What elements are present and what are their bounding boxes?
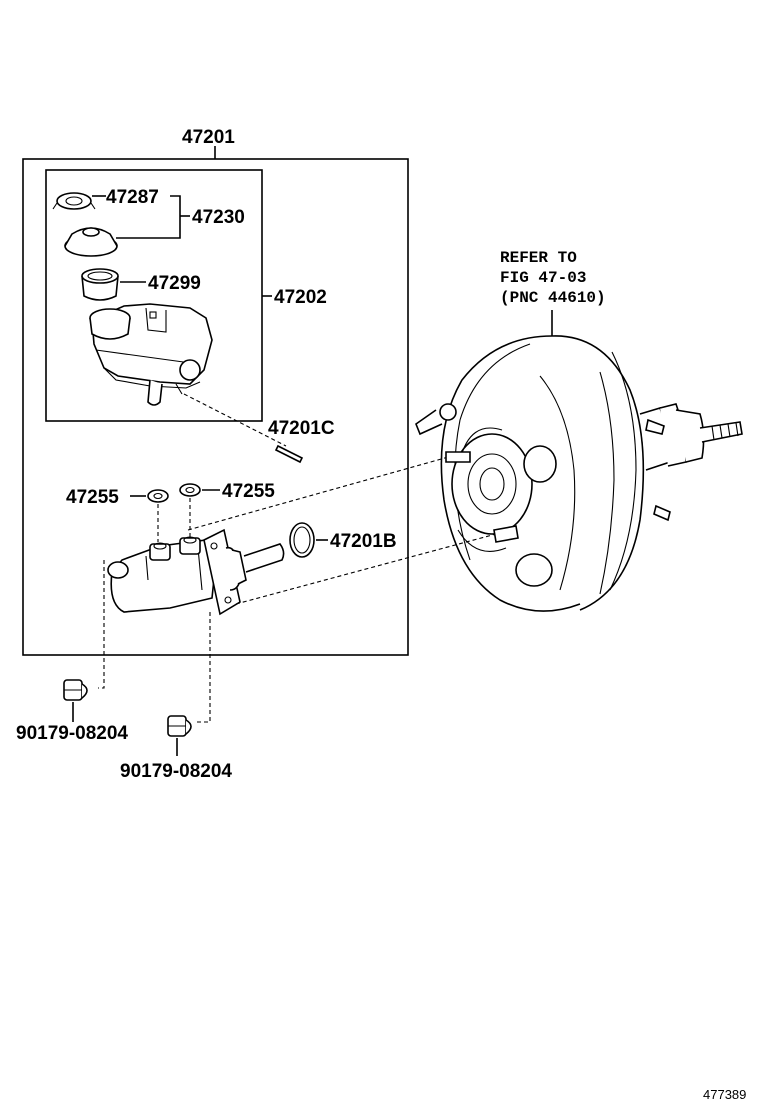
dash-pin bbox=[183, 393, 287, 447]
dash-lower-bolt bbox=[235, 533, 497, 605]
nut-left bbox=[63, 679, 88, 701]
callout-90179-left[interactable]: 90179-08204 bbox=[16, 723, 128, 744]
booster-ref-line1: REFER TO bbox=[500, 249, 577, 267]
pin-47201C bbox=[274, 444, 304, 464]
booster-ref-line3: (PNC 44610) bbox=[500, 289, 606, 307]
strainer-47299 bbox=[81, 268, 119, 301]
grommet-left bbox=[147, 489, 169, 503]
master-cylinder bbox=[107, 528, 285, 616]
gasket-47287 bbox=[52, 192, 96, 210]
booster-ref-line2: FIG 47-03 bbox=[500, 269, 586, 287]
dash-nut-left bbox=[98, 560, 105, 689]
callout-47201[interactable]: 47201 bbox=[182, 127, 235, 148]
o-ring-47201B bbox=[289, 522, 315, 558]
brake-booster bbox=[415, 310, 743, 612]
bracket-47230 bbox=[116, 195, 181, 239]
dash-nut-right bbox=[196, 612, 211, 723]
callout-47201C[interactable]: 47201C bbox=[268, 418, 335, 439]
callout-47230[interactable]: 47230 bbox=[192, 207, 245, 228]
nut-right bbox=[167, 715, 192, 737]
grommet-right bbox=[179, 483, 201, 497]
callout-90179-right[interactable]: 90179-08204 bbox=[120, 761, 232, 782]
callout-47255-left[interactable]: 47255 bbox=[66, 487, 119, 508]
callout-47202[interactable]: 47202 bbox=[274, 287, 327, 308]
dash-upper-bolt bbox=[187, 455, 453, 531]
reservoir-tank bbox=[89, 303, 213, 406]
callout-47201B[interactable]: 47201B bbox=[330, 531, 397, 552]
reservoir-cap bbox=[64, 227, 118, 257]
callout-47287[interactable]: 47287 bbox=[106, 187, 159, 208]
callout-47255-right[interactable]: 47255 bbox=[222, 481, 275, 502]
figure-number: 477389 bbox=[703, 1087, 746, 1102]
callout-47299[interactable]: 47299 bbox=[148, 273, 201, 294]
